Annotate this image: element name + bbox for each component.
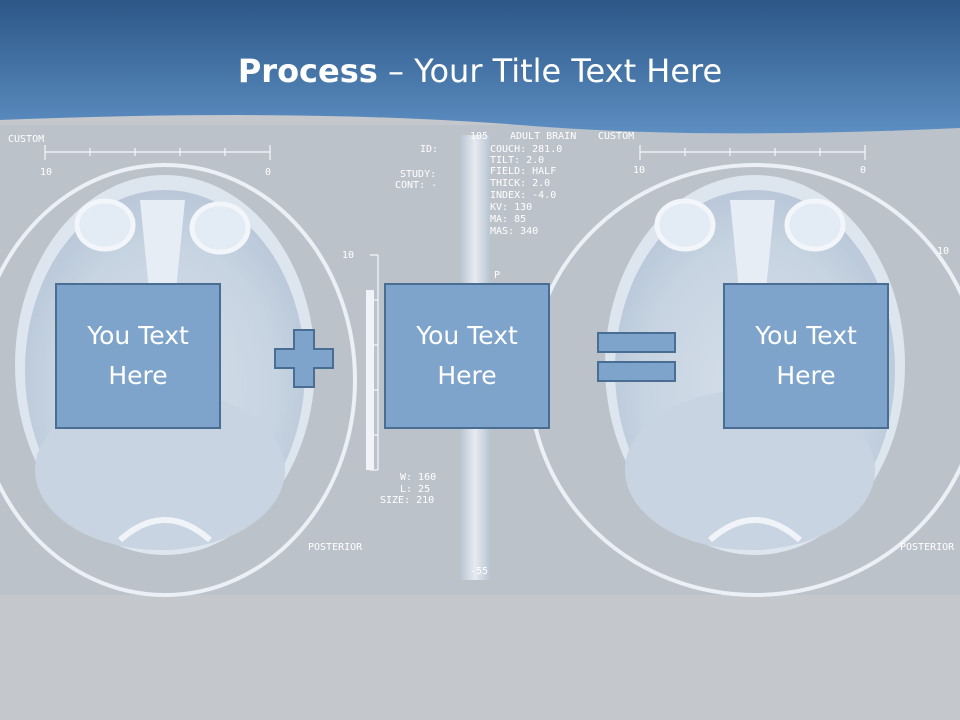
process-box-1[interactable]: You Text Here: [55, 283, 221, 429]
svg-text:THICK: 2.0: THICK: 2.0: [490, 178, 550, 189]
process-box-3[interactable]: You Text Here: [723, 283, 889, 429]
svg-text:0: 0: [860, 165, 866, 176]
svg-text:0: 0: [265, 167, 271, 178]
process-box-2[interactable]: You Text Here: [384, 283, 550, 429]
svg-text:KV: 130: KV: 130: [490, 202, 532, 213]
process-box-3-text: You Text Here: [755, 321, 857, 390]
svg-text:FIELD: HALF: FIELD: HALF: [490, 166, 556, 177]
scan-annotations: CUSTOM 10 0 CUSTOM ADULT BRAIN 105 10 0 …: [8, 131, 955, 577]
process-box-1-text: You Text Here: [87, 321, 189, 390]
header-band: [0, 0, 960, 134]
slide-title: Process – Your Title Text Here: [0, 52, 960, 90]
svg-text:-55: -55: [470, 566, 488, 577]
svg-text:POSTERIOR: POSTERIOR: [900, 542, 955, 553]
svg-text:10: 10: [633, 165, 645, 176]
svg-text:P: P: [494, 270, 500, 281]
title-bold: Process: [237, 52, 378, 90]
svg-text:CUSTOM: CUSTOM: [8, 134, 44, 145]
svg-text:105: 105: [470, 131, 488, 142]
svg-text:L: 25: L: 25: [400, 484, 430, 495]
svg-text:POSTERIOR: POSTERIOR: [308, 542, 363, 553]
svg-text:10: 10: [342, 250, 354, 261]
process-box-2-text: You Text Here: [416, 321, 518, 390]
svg-text:INDEX: -4.0: INDEX: -4.0: [490, 190, 556, 201]
equals-icon: [597, 332, 676, 382]
svg-text:ADULT BRAIN: ADULT BRAIN: [510, 131, 576, 142]
svg-text:TILT: 2.0: TILT: 2.0: [490, 155, 544, 166]
title-rest: – Your Title Text Here: [377, 52, 723, 90]
svg-text:STUDY:: STUDY:: [400, 169, 436, 180]
svg-text:10: 10: [40, 167, 52, 178]
svg-text:SIZE: 210: SIZE: 210: [380, 495, 434, 506]
svg-text:CUSTOM: CUSTOM: [598, 131, 634, 142]
svg-text:MA: 85: MA: 85: [490, 214, 526, 225]
svg-text:MAS: 340: MAS: 340: [490, 226, 538, 237]
svg-text:ID:: ID:: [420, 144, 438, 155]
svg-text:CONT: -: CONT: -: [395, 180, 437, 191]
plus-icon: [274, 329, 334, 388]
svg-text:COUCH: 281.0: COUCH: 281.0: [490, 144, 562, 155]
svg-text:W: 160: W: 160: [400, 472, 436, 483]
svg-text:10: 10: [937, 246, 949, 257]
